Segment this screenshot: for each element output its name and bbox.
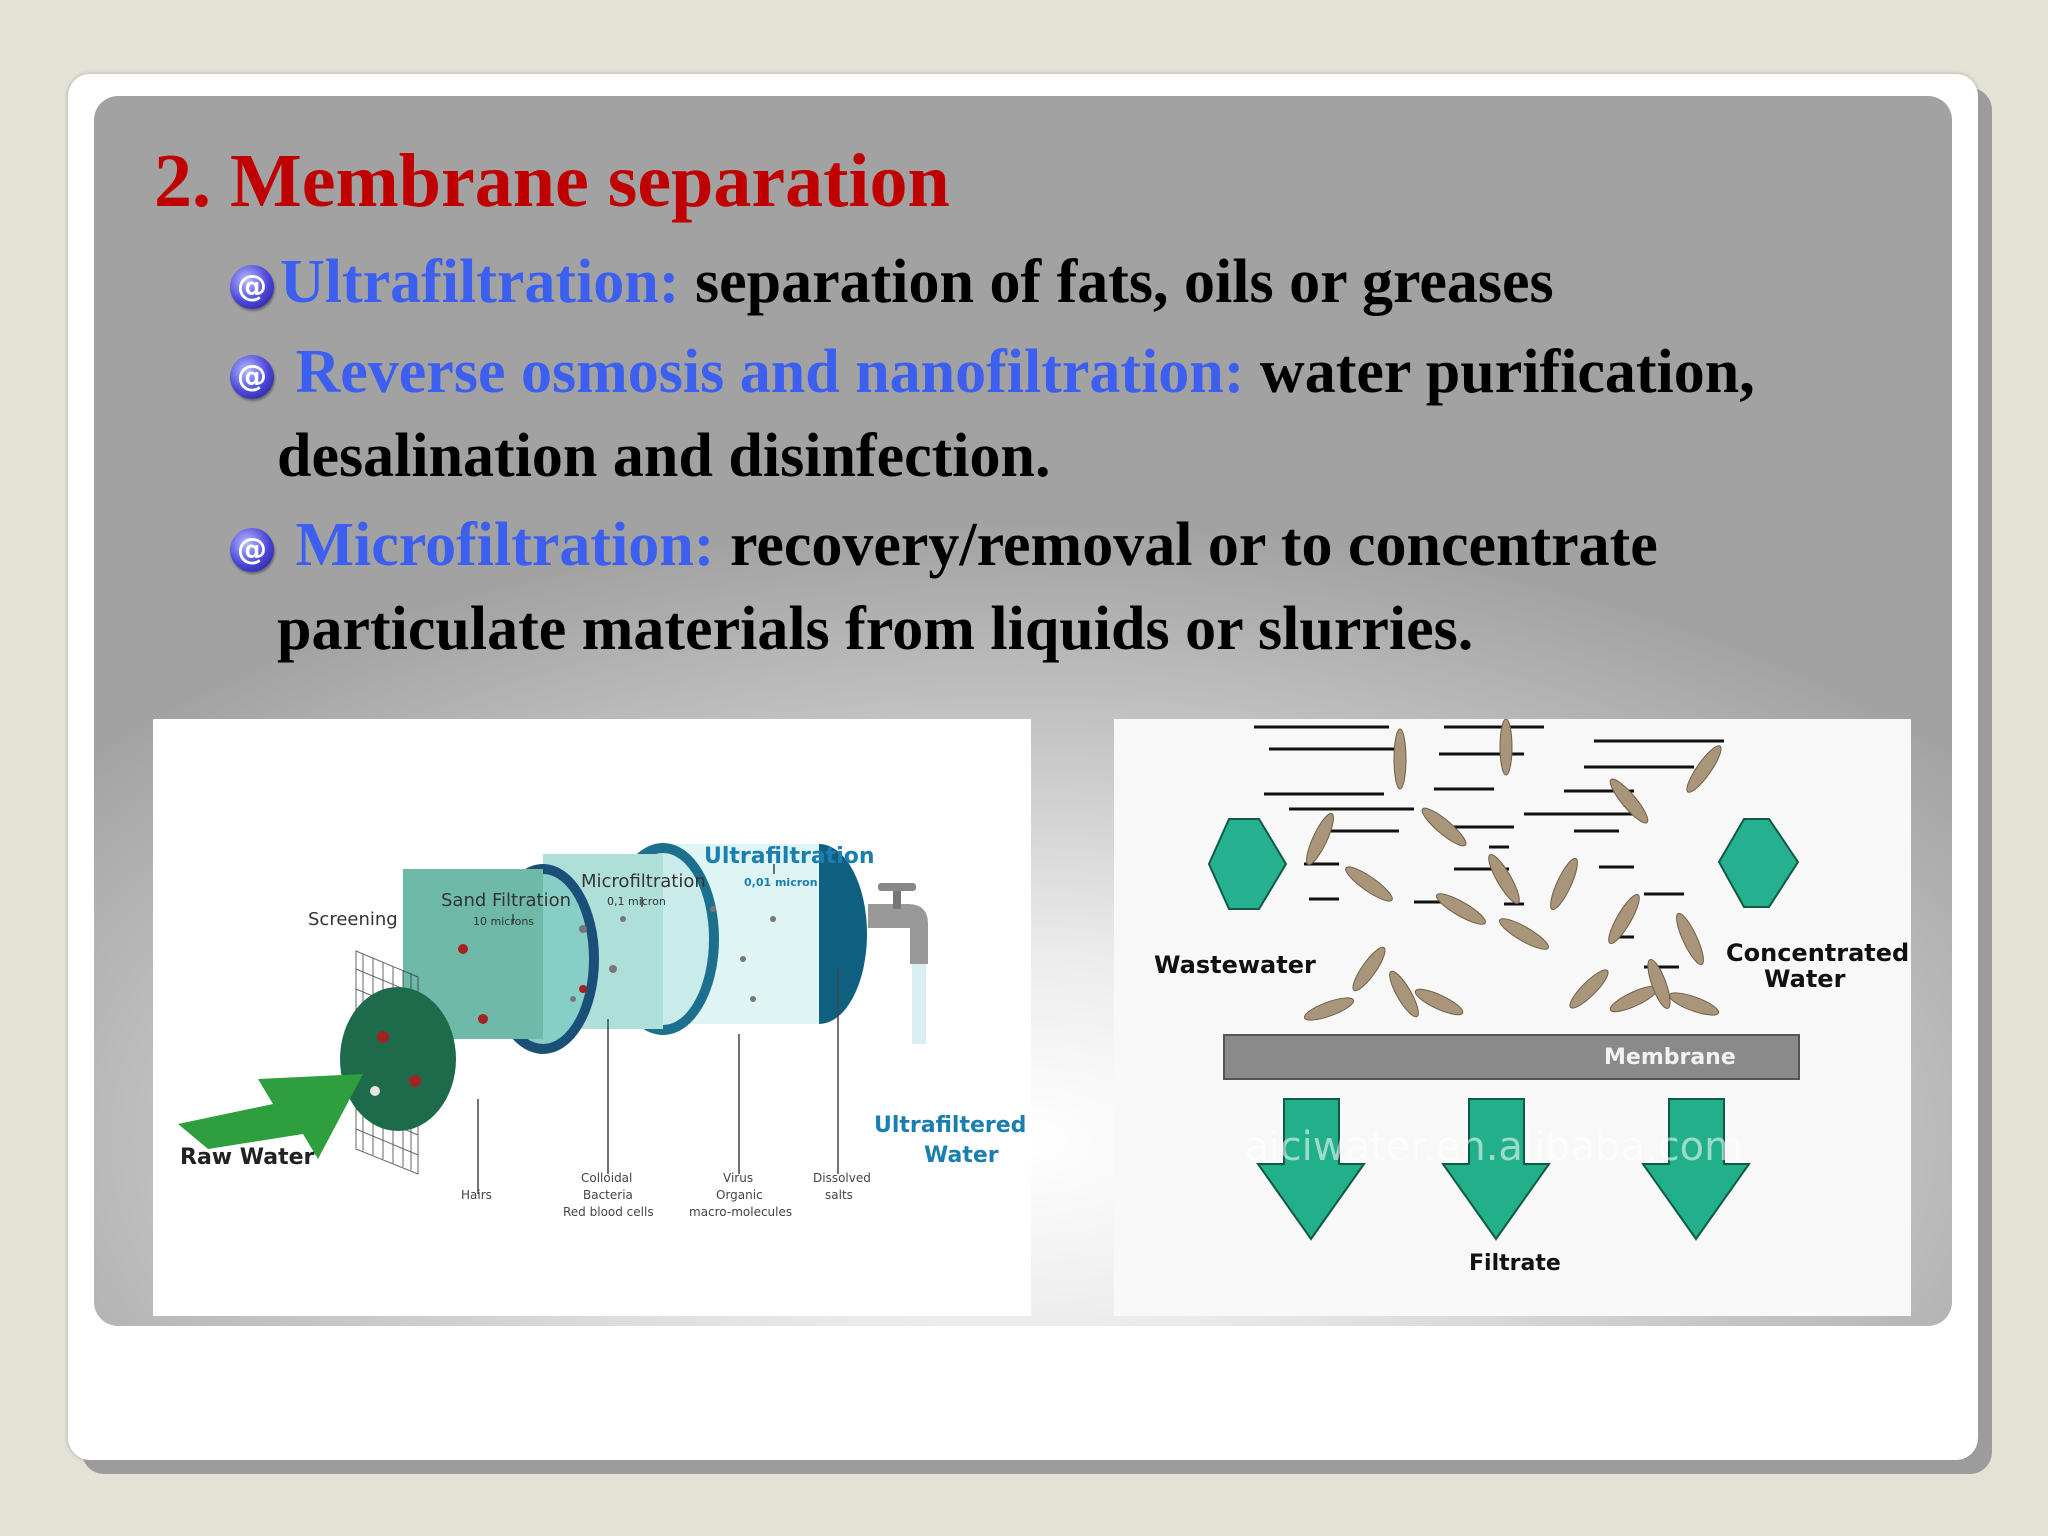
faucet-icon — [868, 904, 928, 964]
ultrafiltered-water-label: Water — [924, 1143, 999, 1168]
bullet-text: separation of fats, oils or greases — [679, 248, 1554, 316]
bacteria-label: Bacteria — [583, 1188, 633, 1202]
filtration-stages-figure: Screening Sand Filtration 10 microns Mic… — [153, 719, 1031, 1316]
membrane-label: Membrane — [1604, 1045, 1736, 1070]
membrane-diagram-figure: Wastewater Concentrated Water Membrane F… — [1114, 719, 1911, 1316]
macro-molecules-label: macro-molecules — [689, 1205, 793, 1219]
membrane-diagram-illustration — [1207, 719, 1800, 1241]
sand-filtration-label: Sand Filtration — [441, 890, 572, 911]
bullet-term: Reverse osmosis and nanofiltration: — [280, 338, 1245, 406]
filtrate-label: Filtrate — [1469, 1251, 1561, 1276]
bullet-term: Microfiltration: — [280, 511, 715, 579]
bullet-reverse-osmosis: @ Reverse osmosis and nanofiltration: wa… — [230, 330, 1926, 498]
particles — [1303, 719, 1722, 1021]
micro-microns-label: 0,1 micron — [607, 895, 666, 908]
bullet-text: water purification, — [1244, 338, 1755, 406]
ultrafiltered-label: Ultrafiltered — [874, 1113, 1027, 1138]
bullet-continuation: particulate materials from liquids or sl… — [277, 595, 1474, 663]
virus-label: Virus — [723, 1171, 754, 1185]
ultra-microns-label: 0,01 micron — [744, 876, 818, 889]
membrane-bar — [1223, 1034, 1800, 1080]
bullet-term: Ultrafiltration: — [280, 248, 680, 316]
raw-water-arrow-icon — [178, 1074, 363, 1159]
microfiltration-label: Microfiltration — [581, 871, 706, 892]
concentrated-label: Concentrated — [1726, 939, 1910, 967]
wastewater-label: Wastewater — [1154, 951, 1316, 979]
watermark-text: aiciwater.en.alibaba.com — [1244, 1124, 1744, 1170]
filtrate-arrows — [1256, 1098, 1751, 1241]
hairs-label: Hairs — [461, 1188, 492, 1202]
ultrafiltration-label: Ultrafiltration — [704, 844, 875, 869]
red-blood-cells-label: Red blood cells — [563, 1205, 654, 1219]
flow-lines — [1254, 725, 1724, 969]
bullet-ultrafiltration: @Ultrafiltration: separation of fats, oi… — [230, 240, 1926, 324]
at-sign-bullet-icon: @ — [230, 355, 274, 399]
colloidal-label: Colloidal — [581, 1171, 633, 1185]
dissolved-label: Dissolved — [813, 1171, 871, 1185]
concentrated-water-label: Water — [1764, 965, 1846, 993]
filtration-stages-illustration — [178, 843, 928, 1194]
wastewater-arrow-icon — [1207, 818, 1288, 910]
bullet-microfiltration: @ Microfiltration: recovery/removal or t… — [230, 503, 1926, 671]
slide-title: 2. Membrane separation — [154, 139, 950, 223]
concentrated-water-arrow-icon — [1717, 818, 1800, 908]
salts-label: salts — [825, 1188, 853, 1202]
bullet-continuation: desalination and disinfection. — [277, 422, 1051, 490]
raw-water-disc — [340, 987, 456, 1131]
at-sign-bullet-icon: @ — [230, 265, 274, 309]
organic-label: Organic — [716, 1188, 763, 1202]
screening-label: Screening — [308, 909, 398, 930]
bullet-text: recovery/removal or to concentrate — [714, 511, 1658, 579]
at-sign-bullet-icon: @ — [230, 528, 274, 572]
sand-microns-label: 10 microns — [473, 915, 535, 928]
raw-water-label: Raw Water — [180, 1145, 315, 1170]
